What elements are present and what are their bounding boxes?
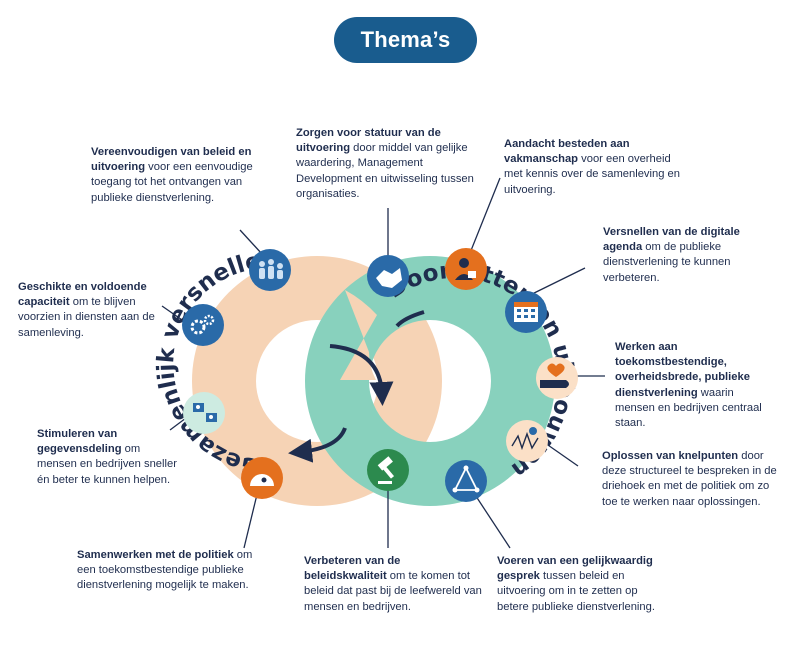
knot-icon <box>506 420 548 462</box>
theme-text-craftsmanship: Aandacht besteden aan vakmanschap voor e… <box>504 138 680 196</box>
theme-text-politics: Samenwerken met de politiek om een toeko… <box>77 549 253 592</box>
arrow-down <box>329 344 394 406</box>
triangle-icon <box>445 460 487 502</box>
handshake-icon <box>367 255 409 297</box>
theme-text-bottlenecks: Oplossen van knelpunten door deze struct… <box>602 450 777 508</box>
calendar-icon <box>505 291 547 333</box>
theme-text-simplify: Vereenvoudigen van beleid en uitvoering … <box>91 146 253 204</box>
worker-icon <box>445 248 487 290</box>
parliament-icon <box>241 457 283 499</box>
theme-text-capacity: Geschikte en voldoende capaciteit om te … <box>18 281 155 339</box>
arrow-start-right <box>395 310 425 328</box>
map-people-icon <box>183 392 225 434</box>
theme-text-futureproof: Werken aan toekomstbestendige, overheids… <box>615 341 762 430</box>
heart-hand-icon <box>536 357 578 399</box>
theme-text-policy-quality: Verbeteren van de beleidskwaliteit om te… <box>304 555 482 613</box>
gears-icon <box>182 304 224 346</box>
theme-text-status: Zorgen voor statuur van de uitvoering do… <box>296 127 474 200</box>
theme-text-digital: Versnellen van de digitale agenda om de … <box>603 226 740 284</box>
arrow-left <box>288 427 347 463</box>
people-icon <box>249 249 291 291</box>
theme-text-data-sharing: Stimuleren van gegevensdeling om mensen … <box>37 428 177 486</box>
theme-text-dialogue: Voeren van een gelijkwaardig gesprek tus… <box>497 555 655 613</box>
page-title: Thema’s <box>334 17 477 63</box>
gavel-icon <box>367 449 409 491</box>
